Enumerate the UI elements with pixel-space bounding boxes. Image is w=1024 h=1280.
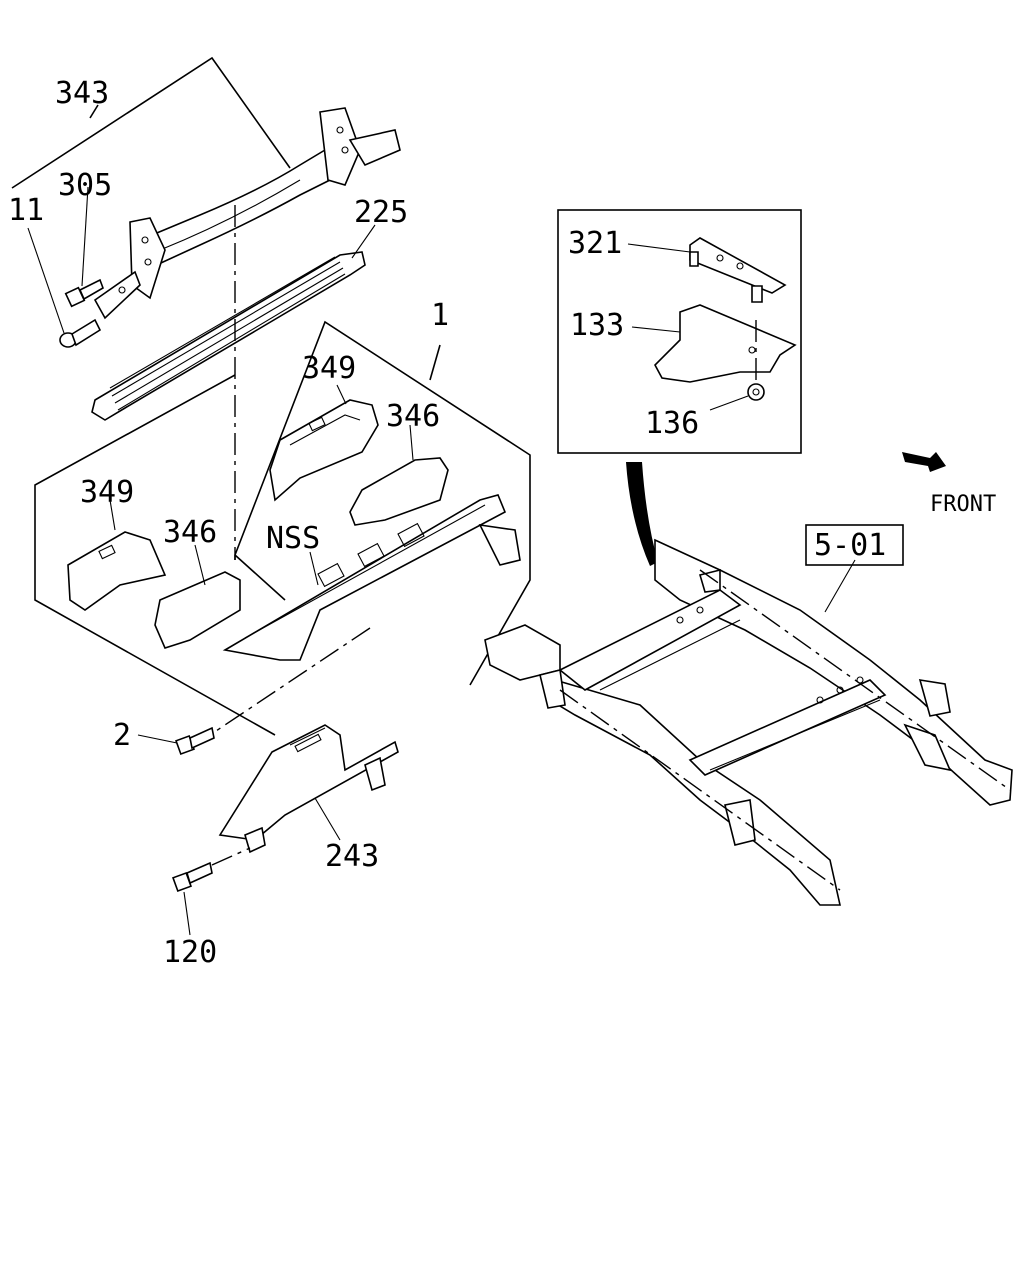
label-nss: NSS xyxy=(266,521,320,556)
bolt-120 xyxy=(172,847,251,936)
label-133: 133 xyxy=(570,308,624,343)
vehicle-frame-5-01 xyxy=(484,538,1013,906)
label-front: FRONT xyxy=(930,492,996,517)
bolt-305 xyxy=(64,186,104,308)
pad-346-lower xyxy=(154,544,241,649)
reference-box-5-01 xyxy=(805,524,904,566)
front-direction-arrow xyxy=(902,452,946,472)
pad-346-upper xyxy=(349,424,449,526)
label-136: 136 xyxy=(645,406,699,441)
bolt-2 xyxy=(137,726,215,755)
bolt-2-guide xyxy=(209,627,371,736)
step-pad-225 xyxy=(91,224,376,421)
inset-pointer xyxy=(626,462,658,566)
label-1: 1 xyxy=(431,298,449,333)
label-349-upper: 349 xyxy=(302,351,356,386)
crossmember-nss xyxy=(222,494,521,661)
label-343: 343 xyxy=(55,76,109,111)
label-5-01: 5-01 xyxy=(814,528,886,563)
label-321: 321 xyxy=(568,226,622,261)
label-225: 225 xyxy=(354,195,408,230)
nut-11 xyxy=(27,227,102,348)
label-2: 2 xyxy=(113,718,131,753)
label-346-lower: 346 xyxy=(163,515,217,550)
bracket-243 xyxy=(218,724,399,854)
inset-detail-box xyxy=(557,209,802,454)
label-11: 11 xyxy=(8,193,44,228)
label-349-lower: 349 xyxy=(80,475,134,510)
label-346-upper: 346 xyxy=(386,399,440,434)
cover-349-lower xyxy=(67,499,167,611)
label-120: 120 xyxy=(163,935,217,970)
cover-349-upper xyxy=(269,384,379,502)
assembly-1-outline xyxy=(34,320,531,736)
label-243: 243 xyxy=(325,839,379,874)
label-305: 305 xyxy=(58,168,112,203)
